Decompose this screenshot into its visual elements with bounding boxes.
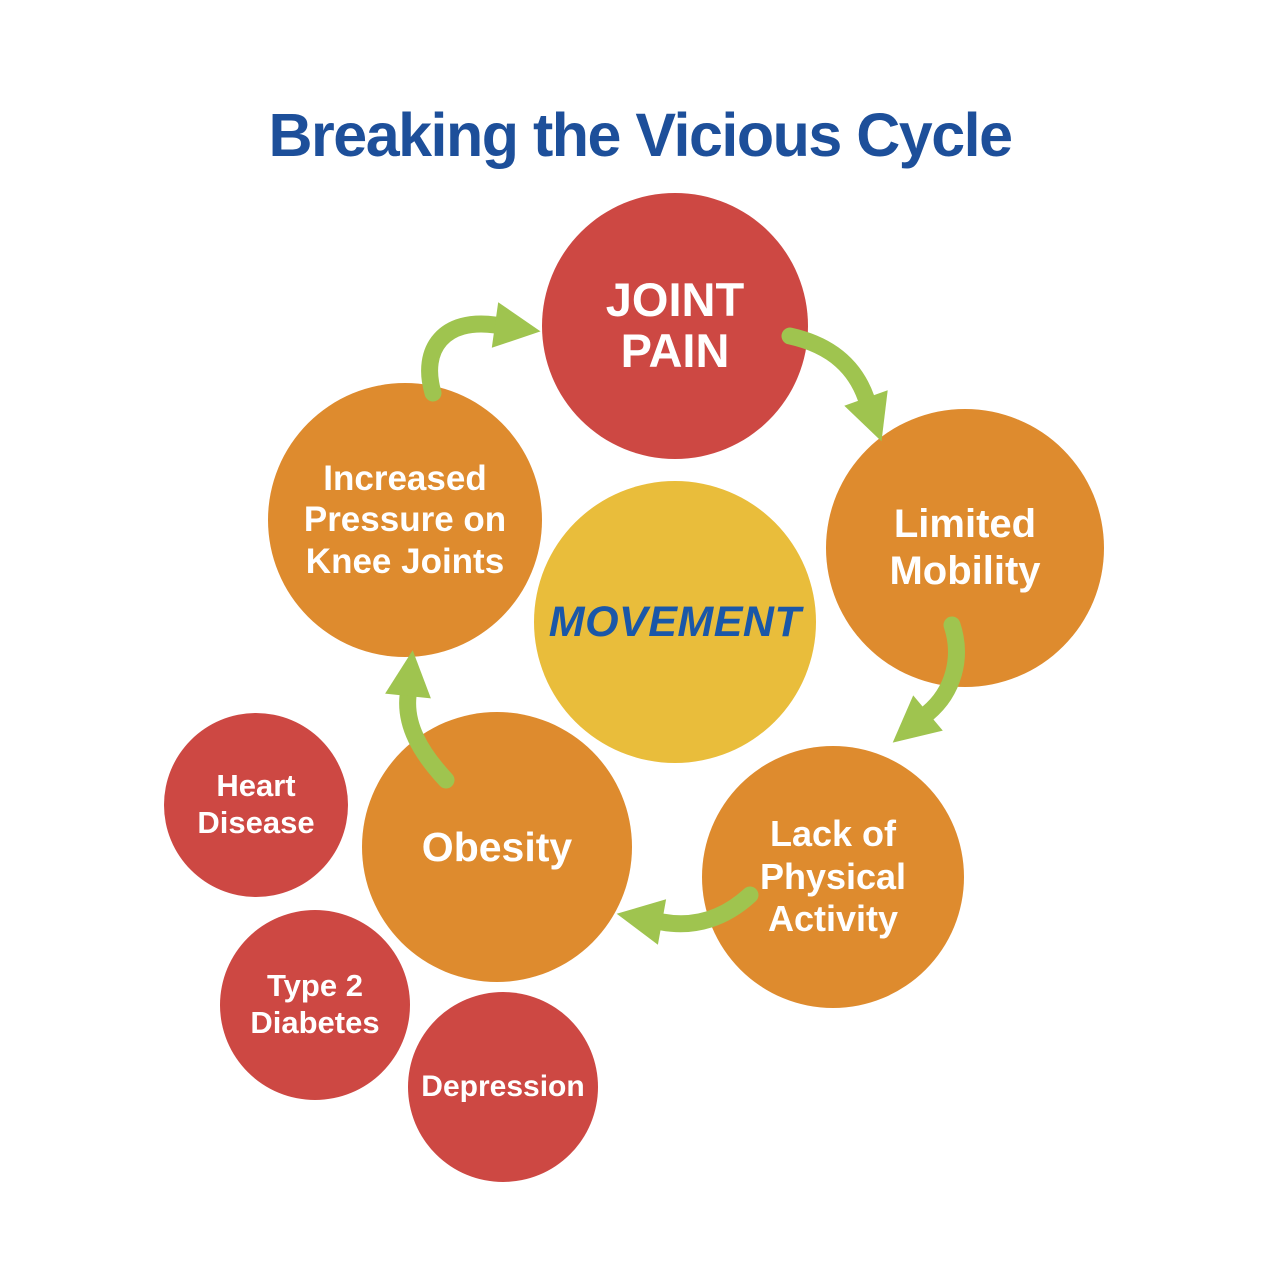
node-increased-pressure-label: Increased Pressure on Knee Joints [303,459,507,581]
node-joint-pain-label: JOINT PAIN [605,273,745,377]
node-limited-mobility-label: Limited Mobility [889,501,1041,593]
node-heart-disease-label: Heart Disease [197,768,315,840]
page-title: Breaking the Vicious Cycle [268,101,1013,169]
node-movement-center: MOVEMENT [534,481,816,763]
node-limited-mobility: Limited Mobility [826,409,1104,687]
node-depression-label: Depression [421,1070,585,1104]
node-obesity: Obesity [362,712,632,982]
node-lack-of-physical-activity: Lack of Physical Activity [702,746,964,1008]
node-heart-disease: Heart Disease [164,713,348,897]
node-lack-of-physical-activity-label: Lack of Physical Activity [759,813,907,940]
node-type-2-diabetes: Type 2 Diabetes [220,910,410,1100]
arrow-increased-pressure-to-joint-pain-icon [421,302,541,402]
node-depression: Depression [408,992,598,1182]
node-increased-pressure-on-knee-joints: Increased Pressure on Knee Joints [268,383,542,657]
node-type-2-diabetes-label: Type 2 Diabetes [250,968,380,1040]
node-joint-pain: JOINT PAIN [542,193,808,459]
node-movement-label: MOVEMENT [548,597,802,646]
node-obesity-label: Obesity [421,823,573,870]
